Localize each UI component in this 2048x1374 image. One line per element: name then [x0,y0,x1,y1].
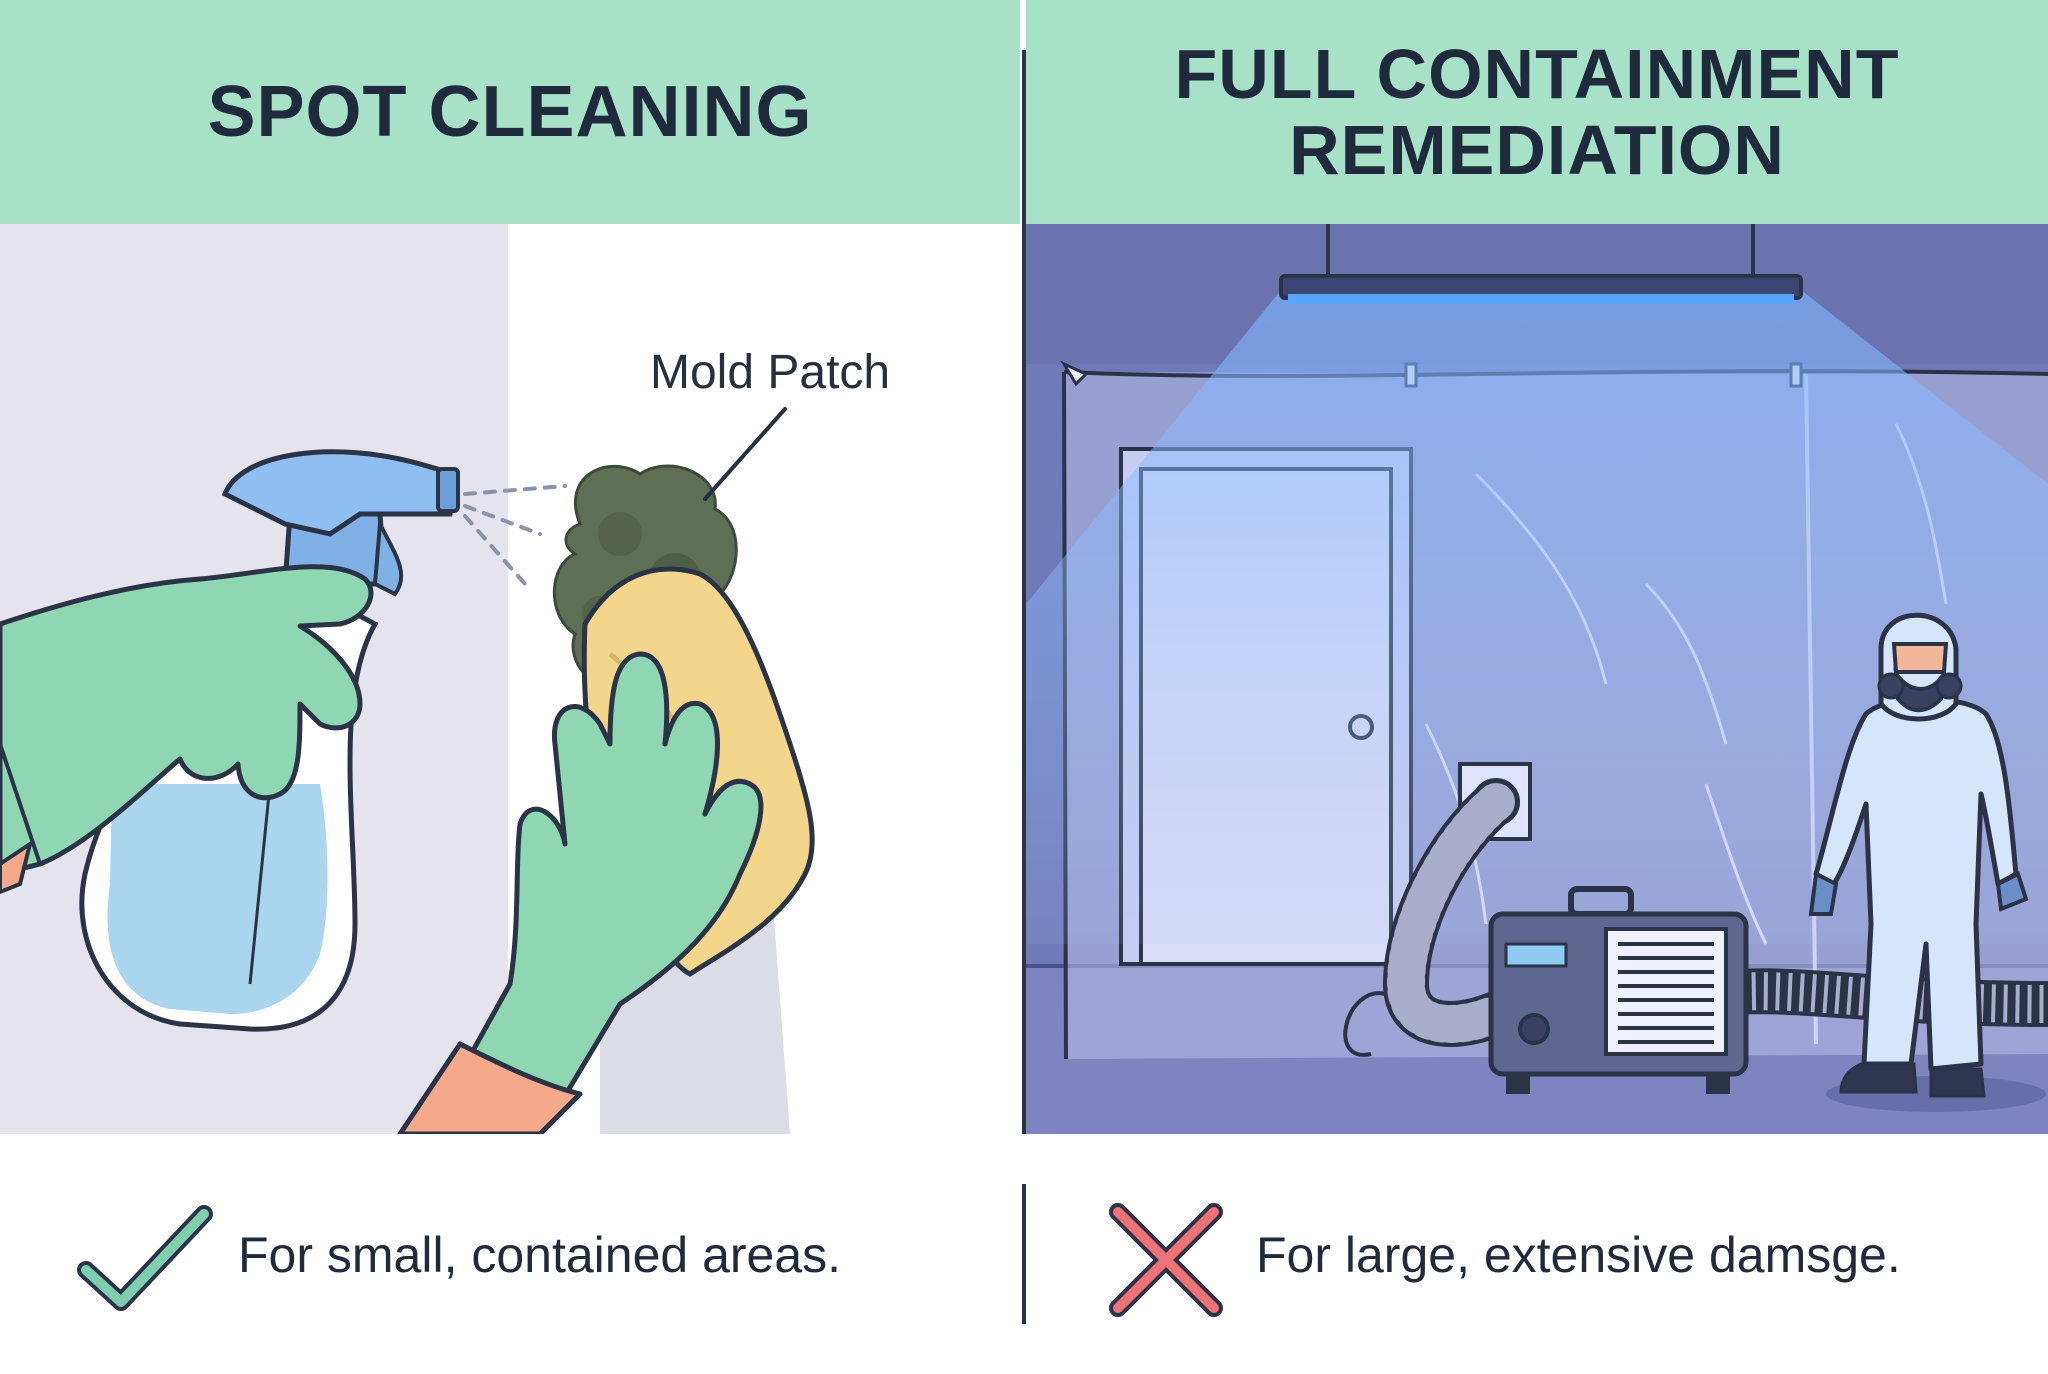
spot-cleaning-header: SPOT CLEANING [0,0,1020,224]
mold-patch-label: Mold Patch [650,346,891,399]
spot-cleaning-caption: For small, contained areas. [238,1227,842,1283]
right-gloved-hand [397,651,764,1134]
spot-cleaning-footer: For small, contained areas. [0,1134,1020,1374]
air-scrubber [1343,886,1749,1094]
uv-light [1026,224,2048,944]
spot-cleaning-illustration [0,224,1020,1134]
footer-divider [1022,1184,1026,1324]
containment-illustration [1026,224,2048,1134]
full-containment-header: FULL CONTAINMENT REMEDIATION [1026,0,2048,224]
full-containment-panel: FULL CONTAINMENT REMEDIATION [1026,0,2048,1374]
x-mark-icon [1109,1203,1223,1317]
hazmat-worker [1808,612,2046,1112]
spot-cleaning-title: SPOT CLEANING [207,72,813,152]
spray-bottle [79,449,460,1032]
left-gloved-hand [0,564,374,895]
panel-divider [1022,50,1026,1134]
full-containment-footer: For large, extensive damsge. [1026,1134,2048,1374]
full-containment-title: FULL CONTAINMENT REMEDIATION [1174,35,1900,189]
spot-cleaning-panel: SPOT CLEANING [0,0,1020,1374]
full-containment-caption: For large, extensive damsge. [1256,1227,1901,1283]
checkmark-icon [77,1205,213,1311]
